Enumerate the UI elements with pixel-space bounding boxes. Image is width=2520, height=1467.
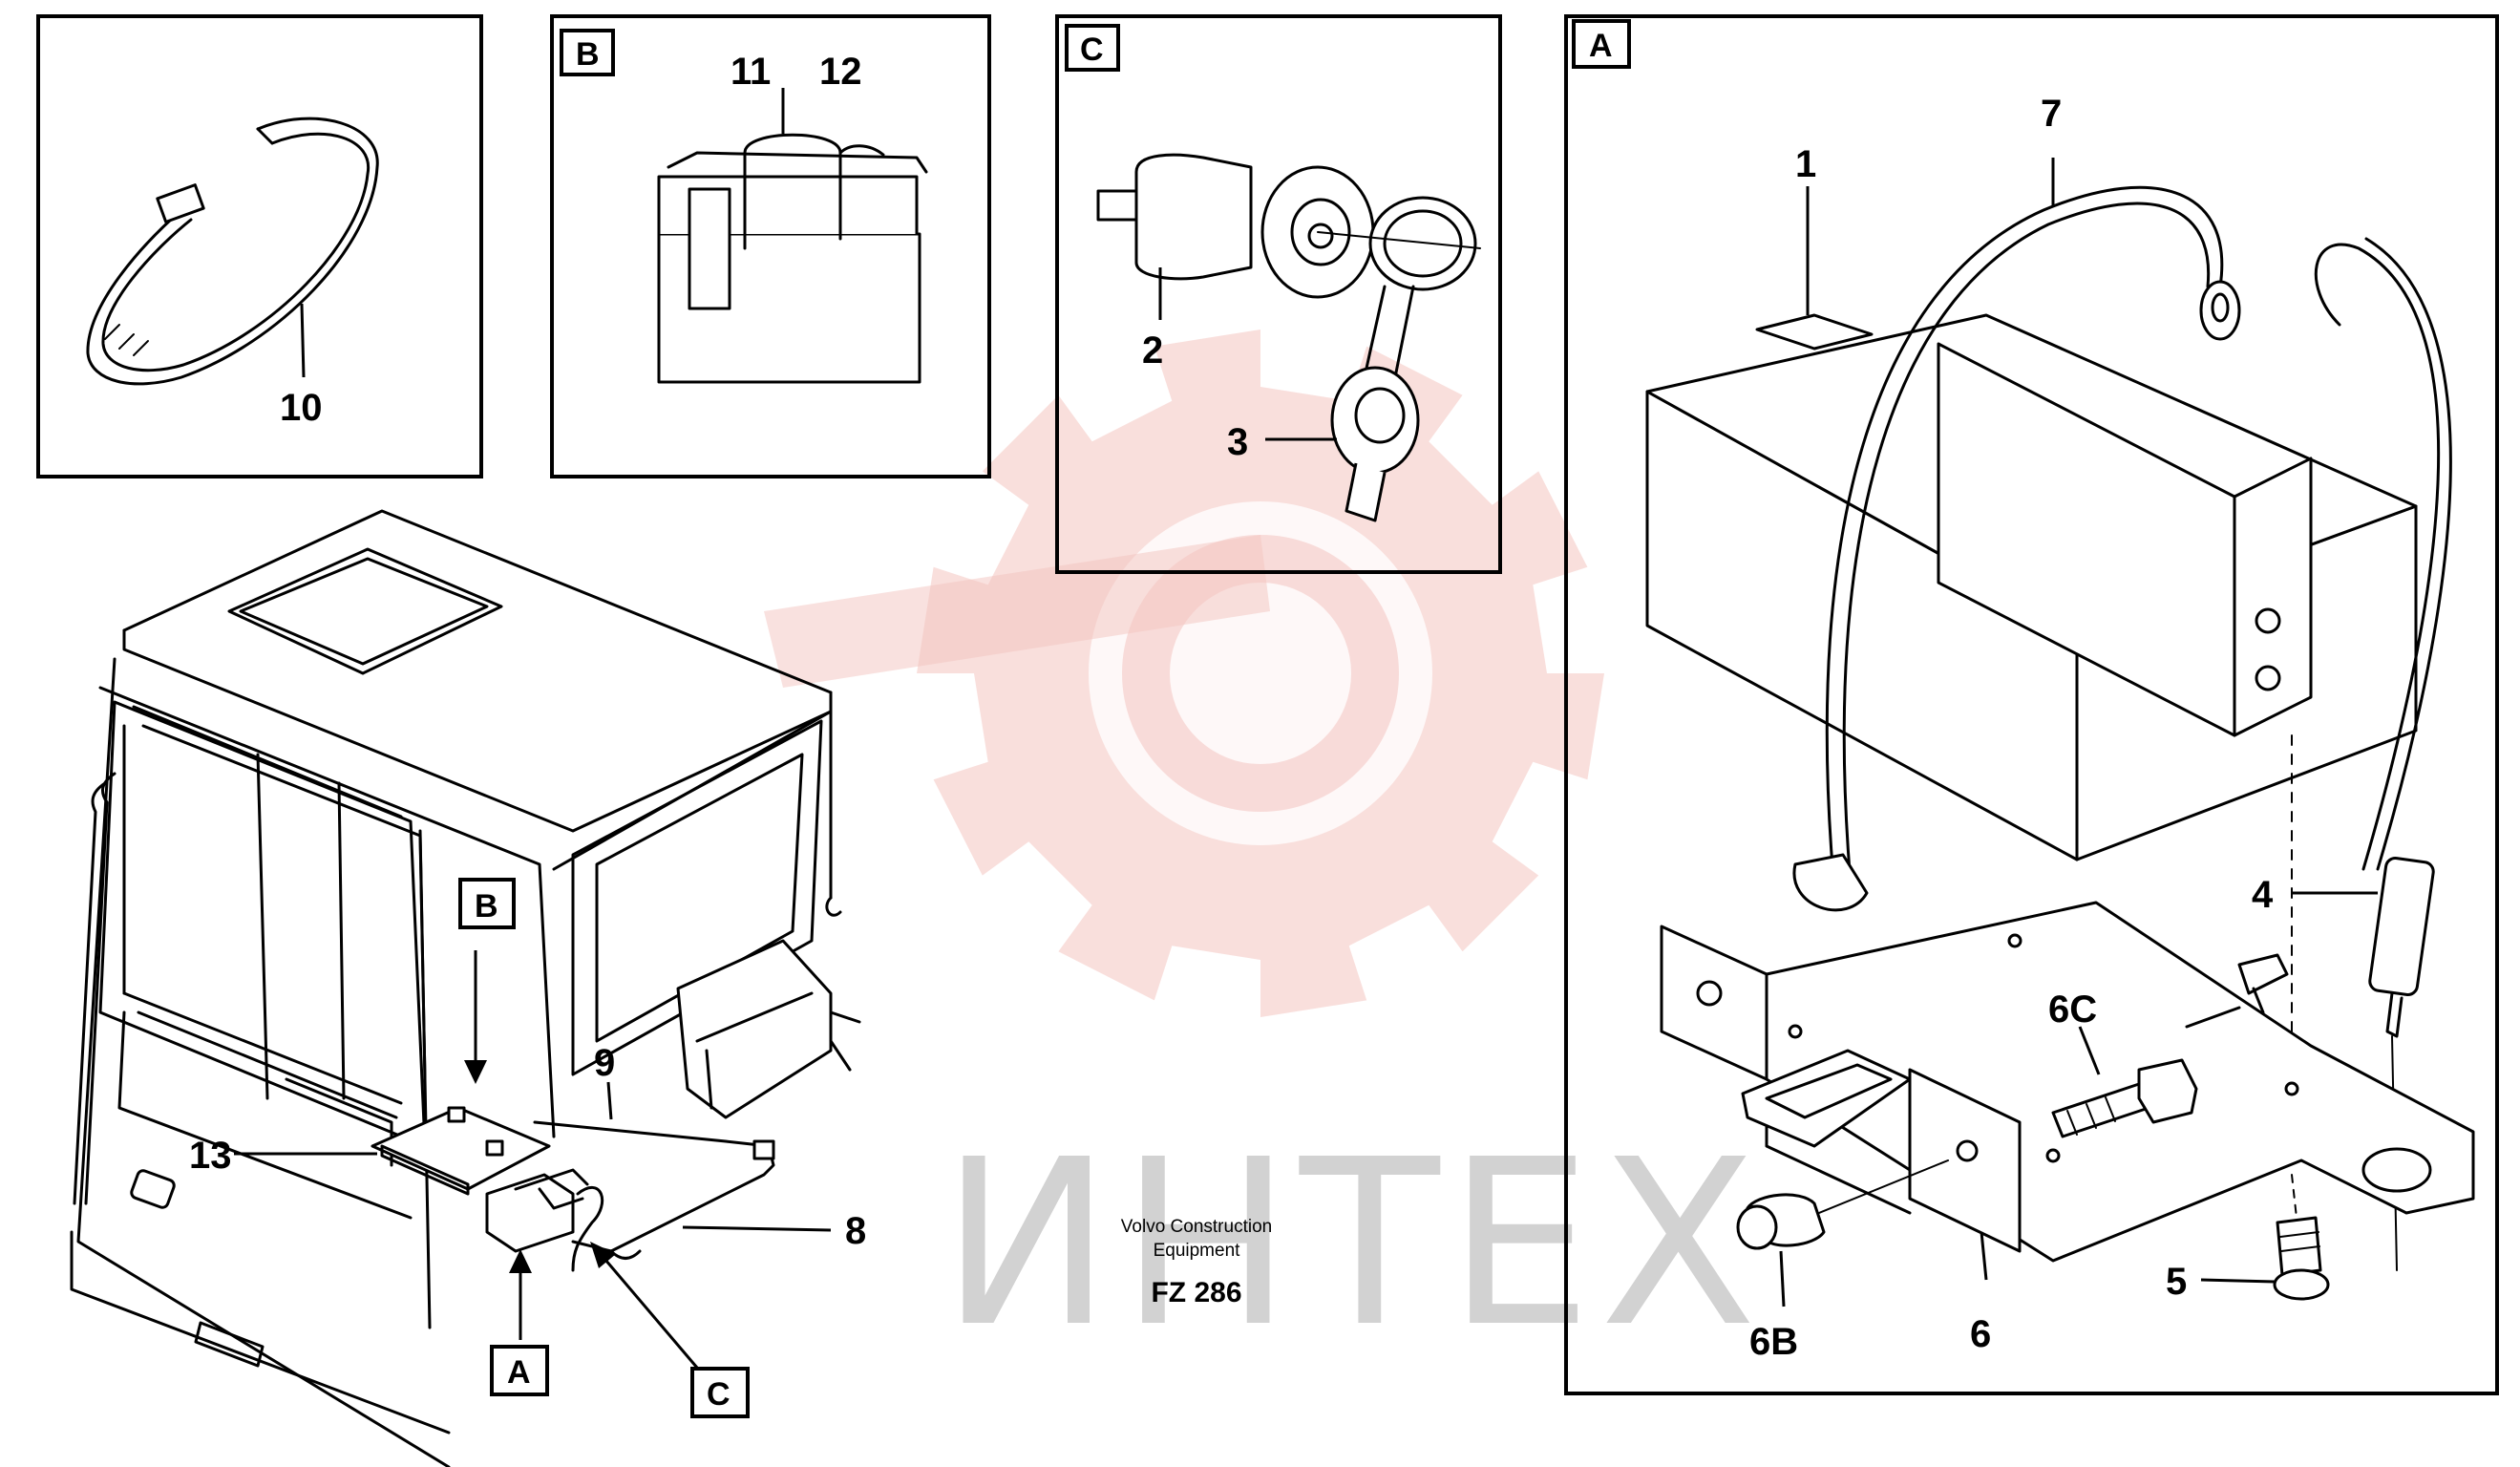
view-marker-b: B bbox=[475, 888, 498, 925]
panel-b-frame bbox=[550, 14, 991, 478]
panel-a-letter: A bbox=[1589, 28, 1613, 64]
panel-clamp: 10 bbox=[36, 14, 483, 478]
caption-code: FZ 286 bbox=[1151, 1277, 1241, 1308]
socket-drawing bbox=[1096, 153, 1481, 522]
relay-block-drawing bbox=[657, 133, 928, 384]
caption-line-2: Equipment bbox=[1154, 1241, 1241, 1261]
bolt-6c-drawing bbox=[2051, 1058, 2198, 1138]
panel-a-frame bbox=[1564, 14, 2499, 1395]
screw-5-drawing bbox=[2273, 1174, 2330, 1301]
panel-c-frame bbox=[1055, 14, 1502, 574]
panel-clamp-frame bbox=[36, 14, 483, 478]
panel-c: C 2 3 bbox=[1055, 14, 1502, 574]
panel-b: B 11 12 bbox=[550, 14, 991, 478]
caption-line-1: Volvo Construction bbox=[1121, 1217, 1272, 1237]
cab-drawing bbox=[70, 509, 861, 1467]
callout-6c: 6C bbox=[2048, 989, 2097, 1031]
callout-3: 3 bbox=[1227, 421, 1248, 463]
callout-12: 12 bbox=[819, 51, 862, 93]
view-marker-c: C bbox=[707, 1376, 731, 1413]
callout-9: 9 bbox=[594, 1042, 615, 1084]
cable-7-drawing bbox=[1792, 185, 2241, 912]
callout-1: 1 bbox=[1795, 143, 1816, 185]
callout-10: 10 bbox=[280, 387, 323, 429]
panel-b-letter: B bbox=[576, 36, 600, 73]
callout-2: 2 bbox=[1142, 330, 1163, 372]
callout-6b: 6B bbox=[1749, 1321, 1798, 1363]
callout-11: 11 bbox=[731, 51, 771, 93]
panel-a: A bbox=[1564, 14, 2499, 1395]
caption-block: Volvo Construction Equipment FZ 286 bbox=[1121, 1217, 1272, 1308]
view-marker-a: A bbox=[507, 1354, 531, 1391]
nut-6b-drawing bbox=[1736, 1159, 1949, 1250]
panel-c-letter: C bbox=[1080, 32, 1104, 68]
callout-7: 7 bbox=[2041, 93, 2062, 135]
callout-4: 4 bbox=[2252, 874, 2274, 916]
cable-tie-drawing bbox=[86, 117, 379, 386]
watermark-text: ИНТЕХ bbox=[941, 1110, 1765, 1377]
callout-13: 13 bbox=[189, 1135, 232, 1177]
callout-8: 8 bbox=[845, 1210, 866, 1252]
mounting-bracket-drawing bbox=[1660, 901, 2475, 1263]
watermark-gear-icon bbox=[764, 330, 1604, 1017]
cable-4-drawing bbox=[2314, 237, 2452, 1271]
callout-6: 6 bbox=[1970, 1313, 1991, 1355]
callout-5: 5 bbox=[2166, 1261, 2187, 1303]
battery-box-drawing bbox=[1645, 313, 2418, 1090]
